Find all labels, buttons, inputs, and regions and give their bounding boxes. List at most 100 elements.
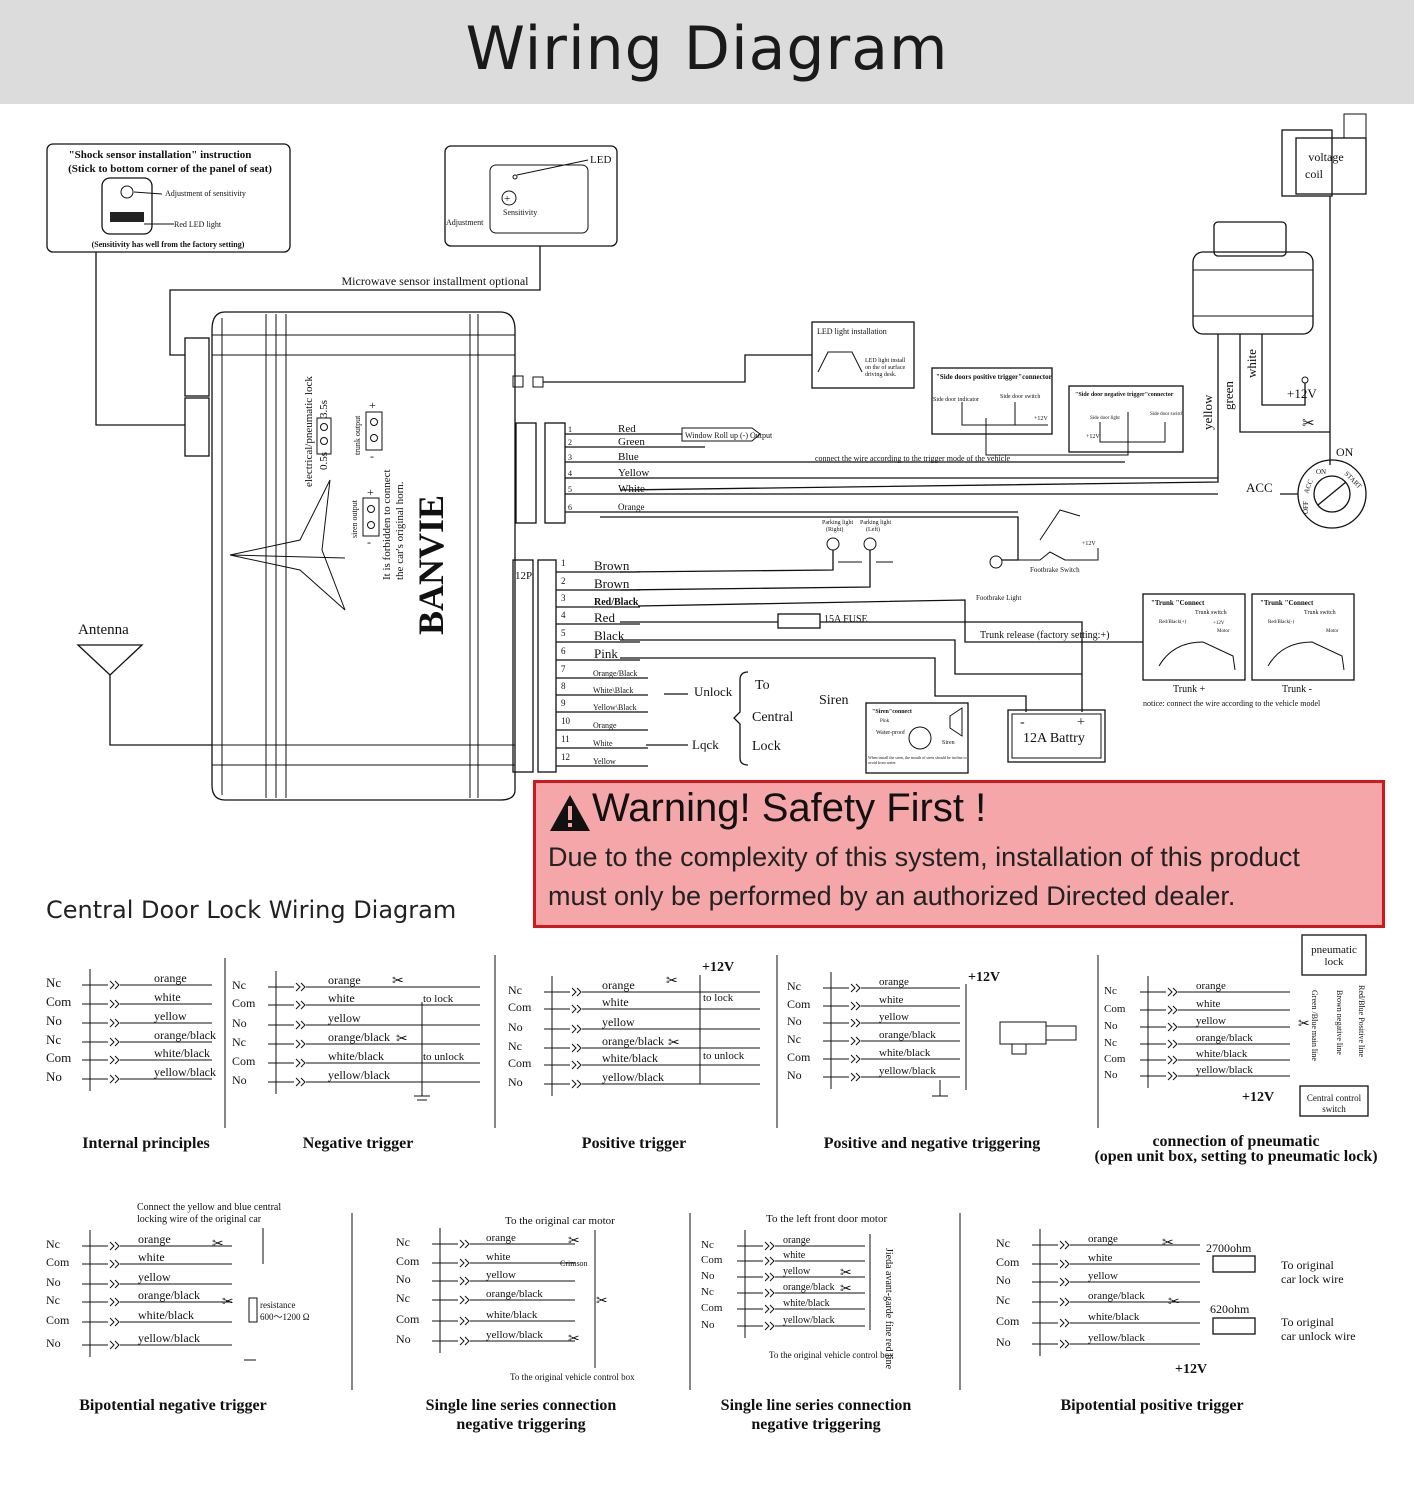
voltage-coil-2: coil bbox=[1305, 167, 1324, 181]
pin12-number: 7 bbox=[561, 664, 566, 674]
connector-mark bbox=[295, 982, 306, 992]
pin6-color: White bbox=[618, 483, 645, 495]
central-lock2: Lock bbox=[752, 739, 781, 754]
wire-color-label: white bbox=[328, 991, 355, 1005]
pin12-number: 2 bbox=[561, 576, 566, 586]
footbrake-v: +12V bbox=[1082, 541, 1096, 547]
connector-mark bbox=[764, 1256, 775, 1266]
connector-mark bbox=[850, 1018, 861, 1028]
parking-lights: Parking light (Right) Parking light (Lef… bbox=[619, 520, 893, 591]
battery-minus: - bbox=[1020, 715, 1025, 730]
shock-adjust: Adjustment of sensitivity bbox=[165, 189, 246, 198]
connector-mark bbox=[1167, 987, 1178, 997]
pin12-color: Yellow\Black bbox=[593, 703, 637, 712]
microwave-led: LED bbox=[590, 154, 611, 166]
pin12-number: 11 bbox=[561, 734, 570, 744]
connector-mark bbox=[109, 1037, 120, 1047]
pin12-number: 8 bbox=[561, 681, 566, 691]
battery-label: 12A Battry bbox=[1023, 731, 1085, 746]
contact-label: Com bbox=[787, 1050, 811, 1064]
ignition-acc: ACC bbox=[1246, 480, 1273, 495]
ignition-acc-inner: ACC bbox=[1302, 478, 1315, 495]
footbrake: +12V Footbrake Light Footbrake Switch bbox=[600, 509, 1099, 602]
wire-color-label: white/black bbox=[154, 1046, 210, 1060]
connector-mark bbox=[1059, 1339, 1070, 1349]
connector-mark bbox=[1167, 1039, 1178, 1049]
bn-note-2: locking wire of the original car bbox=[137, 1214, 262, 1225]
contact-label: Com bbox=[996, 1255, 1020, 1269]
svg-text:+: + bbox=[369, 398, 376, 412]
scissors-icon: ✂ bbox=[1298, 1017, 1310, 1032]
wire-color-label: white bbox=[486, 1251, 511, 1263]
trunk-box-motor: Motor bbox=[1326, 629, 1339, 634]
connector-mark bbox=[295, 1039, 306, 1049]
connector-mark bbox=[1167, 1071, 1178, 1081]
row1-caption: Positive trigger bbox=[582, 1135, 686, 1152]
to-unlock-1: to unlock bbox=[423, 1051, 465, 1063]
pin6-number: 5 bbox=[568, 485, 572, 494]
svg-text:+: + bbox=[504, 193, 510, 205]
relay-wire-white: white bbox=[1244, 349, 1259, 378]
battery: - + 12A Battry bbox=[1007, 709, 1106, 763]
wire-color-label: yellow/black bbox=[138, 1331, 200, 1345]
wire-color-label: white bbox=[602, 995, 629, 1009]
motor-foot bbox=[1011, 1043, 1027, 1055]
siren: Siren "Siren"connect Pink Water-proof Si… bbox=[620, 639, 1082, 774]
central-central: Central bbox=[752, 710, 793, 725]
pin6-color: Orange bbox=[618, 502, 645, 512]
scissors-icon: ✂ bbox=[222, 1295, 234, 1310]
pin6-color: Red bbox=[618, 423, 636, 435]
wire-color-label: yellow/black bbox=[879, 1065, 936, 1077]
svg-text:✂: ✂ bbox=[1302, 416, 1315, 432]
wire-color-label: white/black bbox=[783, 1298, 830, 1309]
contact-label: No bbox=[46, 1336, 61, 1350]
wire-color-label: orange/black bbox=[328, 1030, 390, 1044]
relay-wire-yellow: yellow bbox=[1200, 394, 1215, 430]
contact-label: Nc bbox=[46, 975, 61, 990]
contact-label: Nc bbox=[232, 978, 246, 992]
pin12-color: White bbox=[593, 739, 613, 748]
wire-color-label: yellow/black bbox=[328, 1068, 390, 1082]
trunk-box-frame bbox=[1142, 593, 1246, 681]
contact-label: No bbox=[232, 1016, 247, 1030]
central-lock-label: Lqck bbox=[692, 737, 719, 752]
connector-mark bbox=[295, 1000, 306, 1010]
pin12-number: 3 bbox=[561, 593, 566, 603]
connector-mark bbox=[109, 1317, 120, 1327]
scissors-icon: ✂ bbox=[568, 1332, 580, 1347]
contact-label: No bbox=[508, 1075, 523, 1089]
antenna-label: Antenna bbox=[78, 622, 129, 638]
siren-label: Siren bbox=[819, 693, 849, 708]
siren-note: When install the siren, the mouth of sir… bbox=[868, 755, 967, 765]
fuse-label: 15A FUSE bbox=[824, 614, 868, 625]
bp-t1-1: To original bbox=[1281, 1258, 1334, 1272]
pin12-color: Yellow bbox=[593, 757, 616, 766]
wire-color-label: yellow/black bbox=[783, 1315, 835, 1326]
side-pos-a: Side door indicator bbox=[933, 397, 979, 403]
side-neg-a: Side door light bbox=[1090, 416, 1120, 421]
contact-label: Com bbox=[1104, 1053, 1126, 1065]
row2-caption: Single line series connection bbox=[721, 1397, 912, 1414]
plus12v-pn: +12V bbox=[968, 970, 1000, 985]
pin12-color: Brown bbox=[594, 576, 630, 591]
scissors-icon: ✂ bbox=[668, 1036, 680, 1051]
connector-mark bbox=[1167, 1055, 1178, 1065]
connector-mark bbox=[571, 987, 582, 997]
plus12v-bp: +12V bbox=[1175, 1362, 1207, 1377]
pin12-number: 6 bbox=[561, 646, 566, 656]
pin12-number: 12 bbox=[561, 752, 570, 762]
pin12-number: 5 bbox=[561, 628, 566, 638]
side-door-negative-box: "Side door negative trigger"connector Si… bbox=[1068, 385, 1184, 453]
pin6-color: Green bbox=[618, 436, 645, 448]
contact-label: No bbox=[508, 1020, 523, 1034]
relay: yellow green white +12V ✂ bbox=[619, 221, 1330, 491]
led-install-title: LED light installation bbox=[817, 327, 887, 336]
bn-res-1: resistance bbox=[260, 1300, 295, 1310]
contact-label: Nc bbox=[46, 1032, 61, 1047]
contact-label: No bbox=[46, 1013, 62, 1028]
wire-color-label: orange bbox=[1088, 1233, 1118, 1245]
pin12-color: Orange bbox=[593, 721, 617, 730]
trunk-release: Trunk release (factory setting:+) bbox=[980, 630, 1109, 641]
wire-color-label: white/black bbox=[486, 1309, 538, 1321]
side-door-positive-box: "Side doors positive trigger"connector S… bbox=[931, 367, 1129, 456]
